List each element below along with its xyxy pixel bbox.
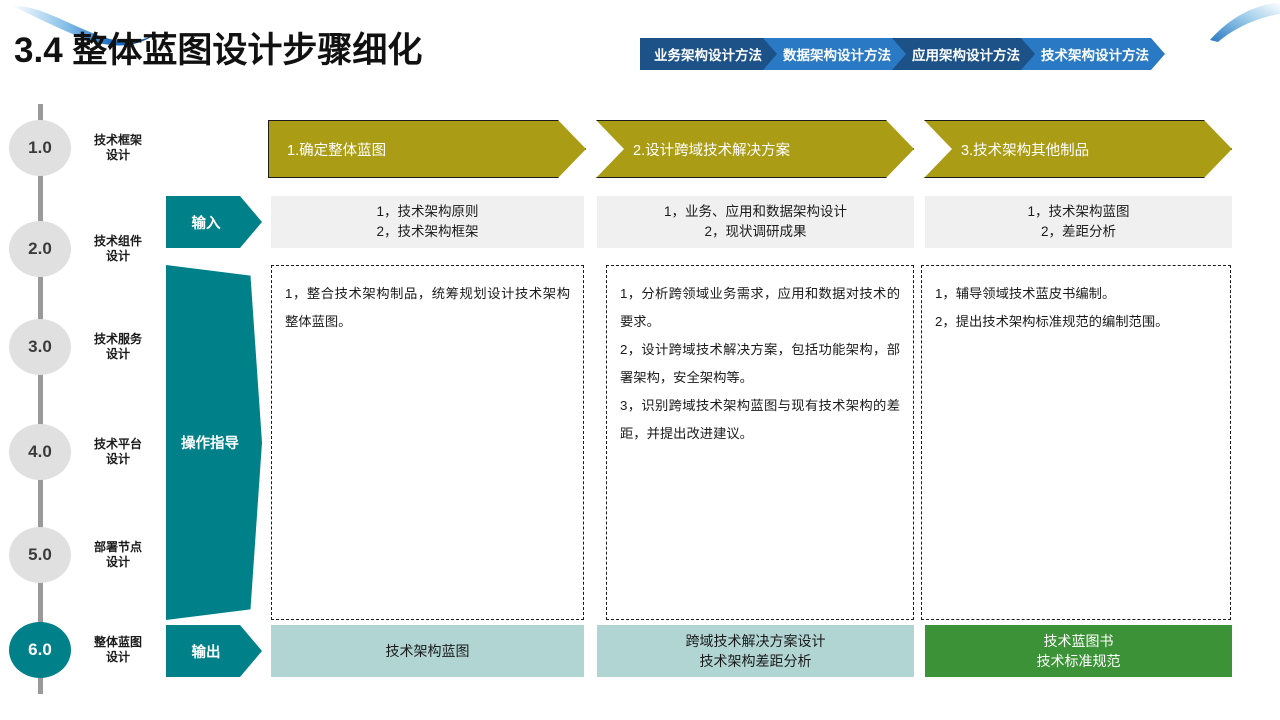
output-line: 技术架构蓝图 xyxy=(385,643,470,659)
sidebar-item-step-3[interactable]: 3.0 技术服务 设计 xyxy=(0,319,160,375)
step-number-badge: 3.0 xyxy=(9,319,71,375)
step-label: 技术平台 设计 xyxy=(93,437,142,466)
step-number-badge: 4.0 xyxy=(9,424,71,480)
row-label-guide: 操作指导 xyxy=(166,265,262,620)
phase-header-1[interactable]: 1.确定整体蓝图 xyxy=(268,120,586,178)
sidebar-rail xyxy=(38,104,43,694)
input-line: 1，技术架构原则 xyxy=(376,204,479,219)
guide-text: 1，分析跨领域业务需求，应用和数据对技术的要求。 2，设计跨域技术解决方案，包括… xyxy=(620,286,900,441)
decorative-swoosh-right-icon xyxy=(1210,2,1280,42)
step-label: 技术组件 设计 xyxy=(93,234,142,263)
output-line: 技术蓝图书 xyxy=(1043,633,1114,649)
guide-text: 1，整合技术架构制品，统筹规划设计技术架构整体蓝图。 xyxy=(285,286,570,329)
output-box-2: 跨域技术解决方案设计 技术架构差距分析 xyxy=(597,625,914,677)
step-label: 整体蓝图 设计 xyxy=(93,635,142,664)
output-box-1: 技术架构蓝图 xyxy=(271,625,584,677)
breadcrumb-item-technology[interactable]: 技术架构设计方法 xyxy=(1021,38,1165,70)
breadcrumb-item-data[interactable]: 数据架构设计方法 xyxy=(763,38,907,70)
step-label: 技术框架 设计 xyxy=(93,133,142,162)
phase-header-2[interactable]: 2.设计跨域技术解决方案 xyxy=(596,120,914,178)
step-number-badge: 1.0 xyxy=(9,120,71,176)
input-box-1: 1，技术架构原则 2，技术架构框架 xyxy=(271,196,584,248)
output-line: 技术架构差距分析 xyxy=(699,653,812,669)
breadcrumb-item-business[interactable]: 业务架构设计方法 xyxy=(640,38,778,70)
sidebar-item-step-2[interactable]: 2.0 技术组件 设计 xyxy=(0,221,160,277)
guide-box-1: 1，整合技术架构制品，统筹规划设计技术架构整体蓝图。 xyxy=(271,265,584,620)
output-line: 技术标准规范 xyxy=(1036,653,1121,669)
row-label-output: 输出 xyxy=(166,625,262,677)
input-line: 1，技术架构蓝图 xyxy=(1027,204,1130,219)
sidebar-item-step-6[interactable]: 6.0 整体蓝图 设计 xyxy=(0,622,160,678)
sidebar-item-step-1[interactable]: 1.0 技术框架 设计 xyxy=(0,120,160,176)
input-box-2: 1，业务、应用和数据架构设计 2，现状调研成果 xyxy=(597,196,914,248)
breadcrumb-item-application[interactable]: 应用架构设计方法 xyxy=(892,38,1036,70)
input-line: 2，技术架构框架 xyxy=(376,224,479,239)
guide-box-2: 1，分析跨领域业务需求，应用和数据对技术的要求。 2，设计跨域技术解决方案，包括… xyxy=(606,265,914,620)
step-number-badge: 6.0 xyxy=(9,622,71,678)
input-box-3: 1，技术架构蓝图 2，差距分析 xyxy=(925,196,1232,248)
sidebar-item-step-5[interactable]: 5.0 部署节点 设计 xyxy=(0,527,160,583)
guide-text: 1，辅导领域技术蓝皮书编制。 2，提出技术架构标准规范的编制范围。 xyxy=(935,286,1169,329)
row-label-input: 输入 xyxy=(166,196,262,248)
output-line: 跨域技术解决方案设计 xyxy=(685,633,826,649)
page-title: 3.4 整体蓝图设计步骤细化 xyxy=(14,31,423,70)
output-box-3: 技术蓝图书 技术标准规范 xyxy=(925,625,1232,677)
step-number-badge: 2.0 xyxy=(9,221,71,277)
input-line: 1，业务、应用和数据架构设计 xyxy=(663,204,847,219)
guide-box-3: 1，辅导领域技术蓝皮书编制。 2，提出技术架构标准规范的编制范围。 xyxy=(921,265,1231,620)
step-label: 部署节点 设计 xyxy=(93,540,142,569)
input-line: 2，差距分析 xyxy=(1040,224,1116,239)
step-number-badge: 5.0 xyxy=(9,527,71,583)
breadcrumb: 业务架构设计方法 数据架构设计方法 应用架构设计方法 技术架构设计方法 xyxy=(640,38,1165,70)
phase-header-3[interactable]: 3.技术架构其他制品 xyxy=(924,120,1232,178)
step-label: 技术服务 设计 xyxy=(93,332,142,361)
input-line: 2，现状调研成果 xyxy=(704,224,807,239)
sidebar-item-step-4[interactable]: 4.0 技术平台 设计 xyxy=(0,424,160,480)
